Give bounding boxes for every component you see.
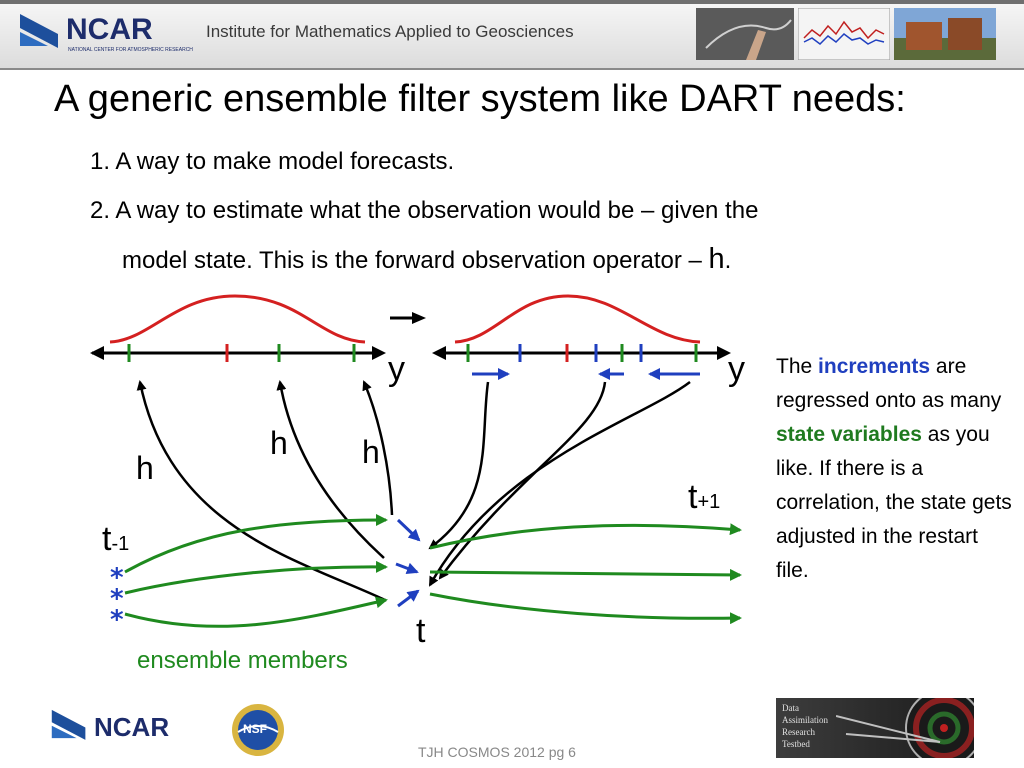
y-label-right: y — [728, 350, 745, 388]
increments-keyword: increments — [818, 355, 931, 378]
forward-operator-curves — [136, 380, 691, 602]
right-observation-axis — [432, 294, 731, 362]
observation-marker-arrow — [390, 312, 426, 324]
list-item-2-text: model state. This is the forward observa… — [122, 247, 709, 274]
time-subscript: +1 — [697, 491, 721, 513]
ncar-logo-icon — [20, 14, 58, 48]
time-label-previous: t-1 — [102, 520, 129, 559]
list-item-1: 1. A way to make model forecasts. — [90, 148, 455, 175]
list-item-2-line-2: model state. This is the forward observa… — [122, 243, 731, 276]
nsf-logo-icon — [232, 704, 284, 756]
side-text-3: as you like. If there is a correlation, … — [776, 423, 1012, 582]
dart-logo: Data Assimilation Research Testbed — [776, 698, 974, 758]
time-label-current: t — [416, 612, 426, 650]
page-footer: TJH COSMOS 2012 pg 6 — [418, 744, 576, 760]
footer-ncar-logo-text: NCAR — [94, 712, 170, 742]
ensemble-member-star: * — [110, 563, 124, 593]
list-item-2-period: . — [724, 247, 732, 274]
ncar-logo-text: NCAR — [66, 13, 153, 46]
dart-logo-line: Research — [782, 727, 815, 737]
time-label-next: t+1 — [688, 478, 720, 517]
prior-distribution-left — [109, 294, 366, 344]
list-item-2-line-1: 2. A way to estimate what the observatio… — [90, 197, 759, 224]
footer-ncar-logo-icon — [51, 709, 86, 740]
dart-icon — [836, 715, 941, 743]
time-t-symbol: t — [688, 478, 698, 516]
left-observation-axis — [90, 294, 386, 362]
header-top-rule — [0, 0, 1024, 4]
time-subscript: -1 — [111, 533, 130, 555]
ensemble-members-label: ensemble members — [137, 647, 348, 674]
h-label-1: h — [136, 450, 154, 486]
side-text-2: are regressed onto as many — [776, 355, 1002, 412]
ncar-logo-subtitle: NATIONAL CENTER FOR ATMOSPHERIC RESEARCH — [68, 47, 193, 53]
nsf-logo-text: NSF — [243, 722, 267, 736]
increments-explanation: The increments are regressed onto as man… — [776, 350, 1016, 588]
y-label-left: y — [388, 350, 405, 388]
h-label-3: h — [362, 434, 380, 470]
header-photo-building — [894, 8, 996, 60]
institute-name: Institute for Mathematics Applied to Geo… — [206, 22, 574, 41]
prior-distribution-right — [454, 294, 701, 344]
dart-logo-line: Testbed — [782, 739, 810, 749]
header-photo-chalkboard — [696, 8, 794, 60]
side-text-1: The — [776, 355, 819, 378]
update-arrows — [395, 518, 421, 608]
ensemble-filter-diagram — [90, 294, 742, 628]
ensemble-trajectories — [124, 514, 742, 628]
operator-h-symbol: h — [708, 243, 725, 275]
ensemble-member-star: * — [110, 584, 124, 614]
slide-title: A generic ensemble filter system like DA… — [54, 78, 906, 120]
state-variables-keyword: state variables — [776, 423, 922, 446]
dart-logo-line: Assimilation — [782, 715, 829, 725]
time-t-symbol: t — [102, 520, 112, 558]
header-photo-graph — [798, 8, 890, 60]
dartboard-icon — [905, 698, 974, 758]
header-banner: NCAR NATIONAL CENTER FOR ATMOSPHERIC RES… — [0, 0, 1024, 70]
ensemble-member-star: * — [110, 605, 124, 635]
dart-logo-line: Data — [782, 703, 799, 713]
h-label-2: h — [270, 425, 288, 461]
